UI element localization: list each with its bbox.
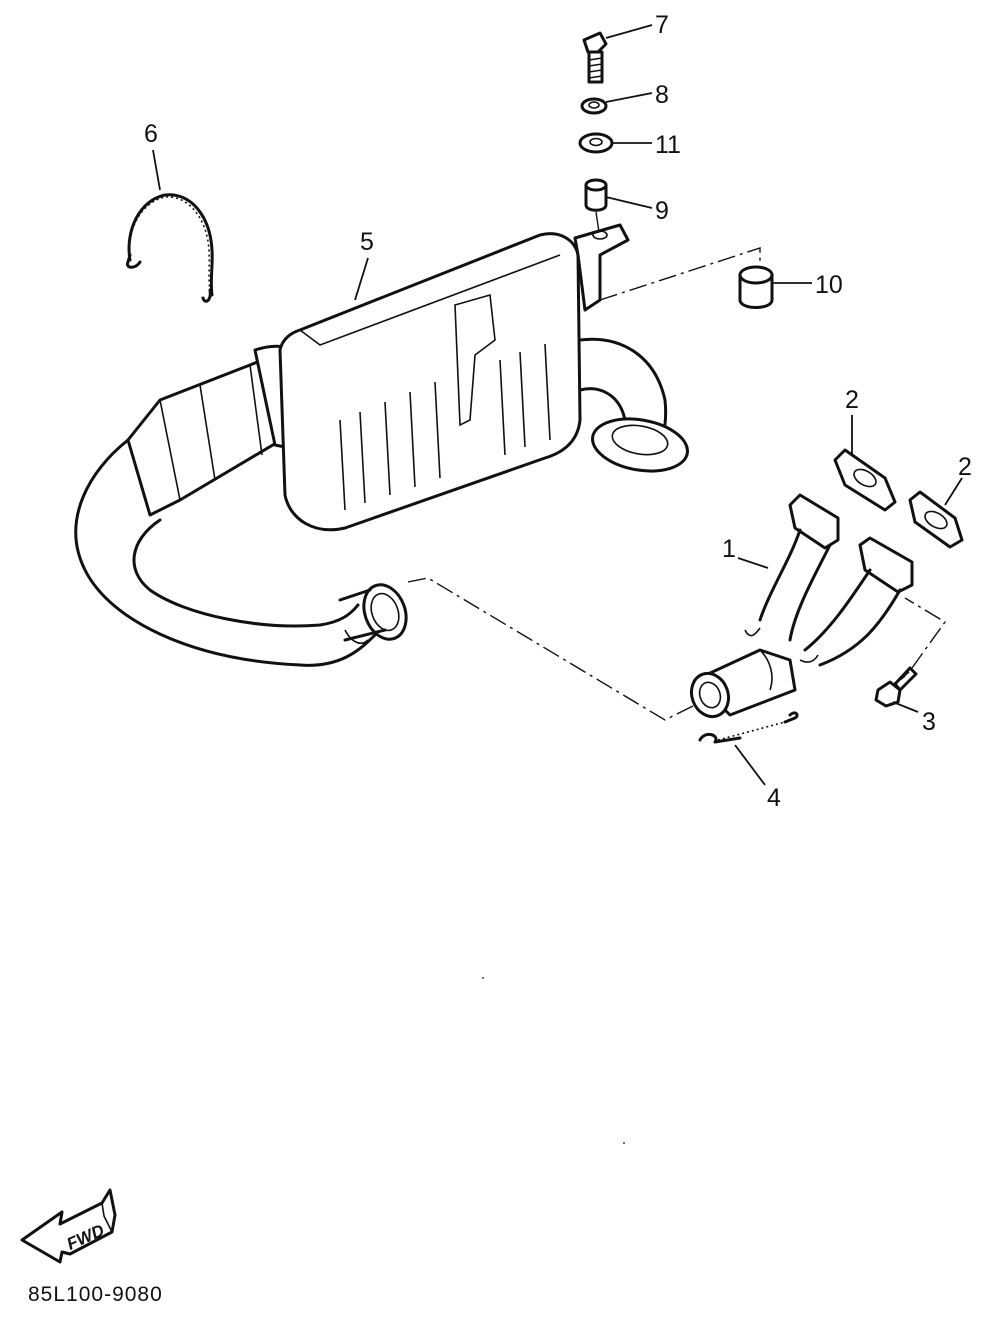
callout-9: 9 [655, 197, 669, 225]
callout-2b: 2 [958, 453, 972, 481]
scan-dot [482, 977, 484, 979]
spring-short [698, 711, 799, 744]
gasket-2 [908, 490, 964, 549]
document-code: 85L100-9080 [28, 1283, 163, 1306]
damper [738, 265, 774, 309]
mount-axis [595, 211, 600, 233]
callout-6: 6 [144, 120, 158, 148]
callout-4: 4 [767, 784, 781, 812]
flange-bolt [874, 666, 918, 708]
collar [584, 178, 608, 212]
callout-1: 1 [722, 535, 736, 563]
callout-10: 10 [815, 271, 843, 299]
callout-7: 7 [655, 11, 669, 39]
exhaust-header-pipe [689, 493, 914, 719]
fwd-arrow-icon: FWD [20, 1188, 117, 1264]
lock-washer [580, 97, 608, 115]
damper-axis [599, 247, 761, 301]
spring-long [125, 193, 214, 303]
callout-8: 8 [655, 81, 669, 109]
callout-11: 11 [655, 131, 681, 159]
flat-washer [578, 132, 614, 154]
gasket-1 [833, 448, 897, 512]
callout-5: 5 [360, 228, 374, 256]
bolt-axis [904, 597, 947, 669]
mounting-bolt [582, 31, 608, 84]
leader-lines [152, 24, 963, 786]
callout-2a: 2 [845, 386, 859, 414]
scan-dot [623, 1142, 625, 1144]
muffler-assembly [74, 223, 689, 667]
joint-axis [407, 577, 696, 721]
callout-3: 3 [922, 708, 936, 736]
